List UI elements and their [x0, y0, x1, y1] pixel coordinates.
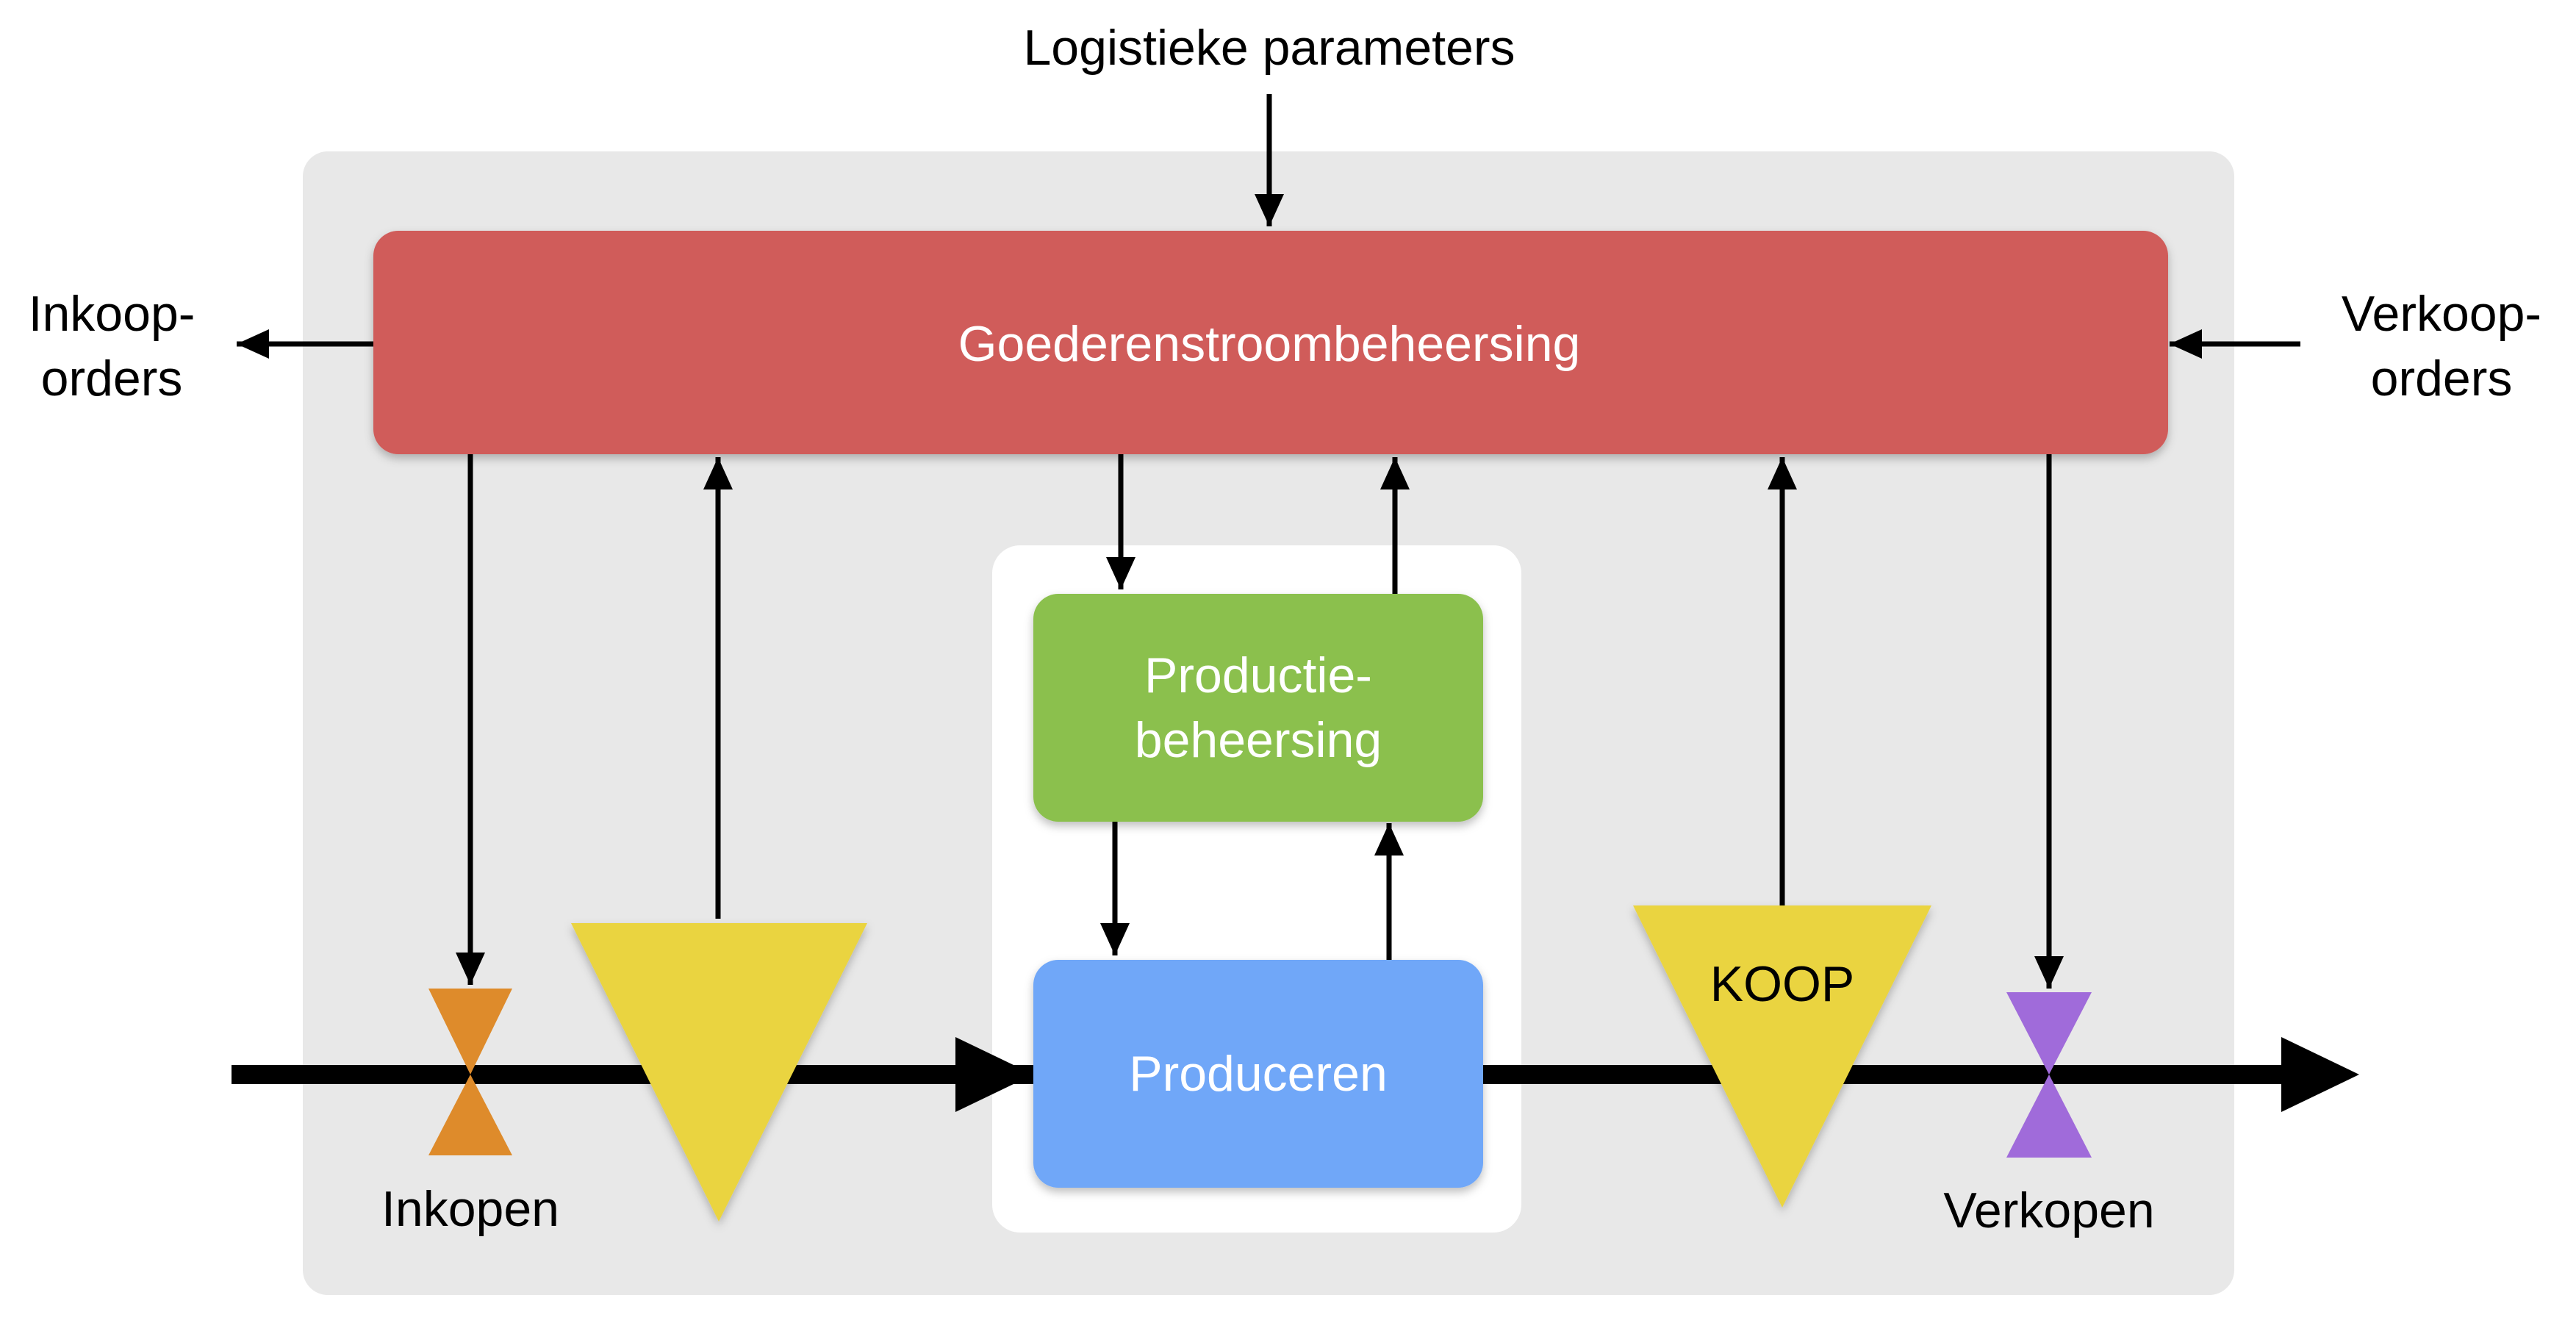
goods-flow-control-box: [373, 231, 2168, 454]
sales-orders-label-line2: orders: [2371, 351, 2513, 406]
inkopen-valve-icon: [428, 989, 512, 1155]
production-control-box: [1033, 594, 1483, 822]
verkopen-valve-icon: [2006, 992, 2092, 1158]
purchase-orders-label-line2: orders: [41, 351, 183, 406]
material-flow-in-arrowhead: [955, 1037, 1033, 1112]
verkopen-label: Verkopen: [1943, 1183, 2154, 1238]
produce-label: Produceren: [1129, 1046, 1388, 1102]
koop-label: KOOP: [1710, 956, 1855, 1012]
production-control-label-line2: beheersing: [1135, 712, 1382, 768]
stock-triangle-icon: [571, 923, 867, 1222]
inkopen-label: Inkopen: [381, 1181, 559, 1237]
produce-box: [1033, 960, 1483, 1188]
goods-flow-control-label: Goederenstroombeheersing: [958, 316, 1581, 372]
purchase-orders-label-line1: Inkoop-: [29, 286, 195, 342]
sales-orders-label-line1: Verkoop-: [2342, 286, 2541, 342]
diagram-title: Logistieke parameters: [1023, 20, 1515, 76]
koop-stock-triangle-icon: [1633, 905, 1931, 1208]
production-control-label-line1: Productie-: [1144, 648, 1372, 703]
material-flow-out-arrowhead: [2281, 1037, 2359, 1112]
